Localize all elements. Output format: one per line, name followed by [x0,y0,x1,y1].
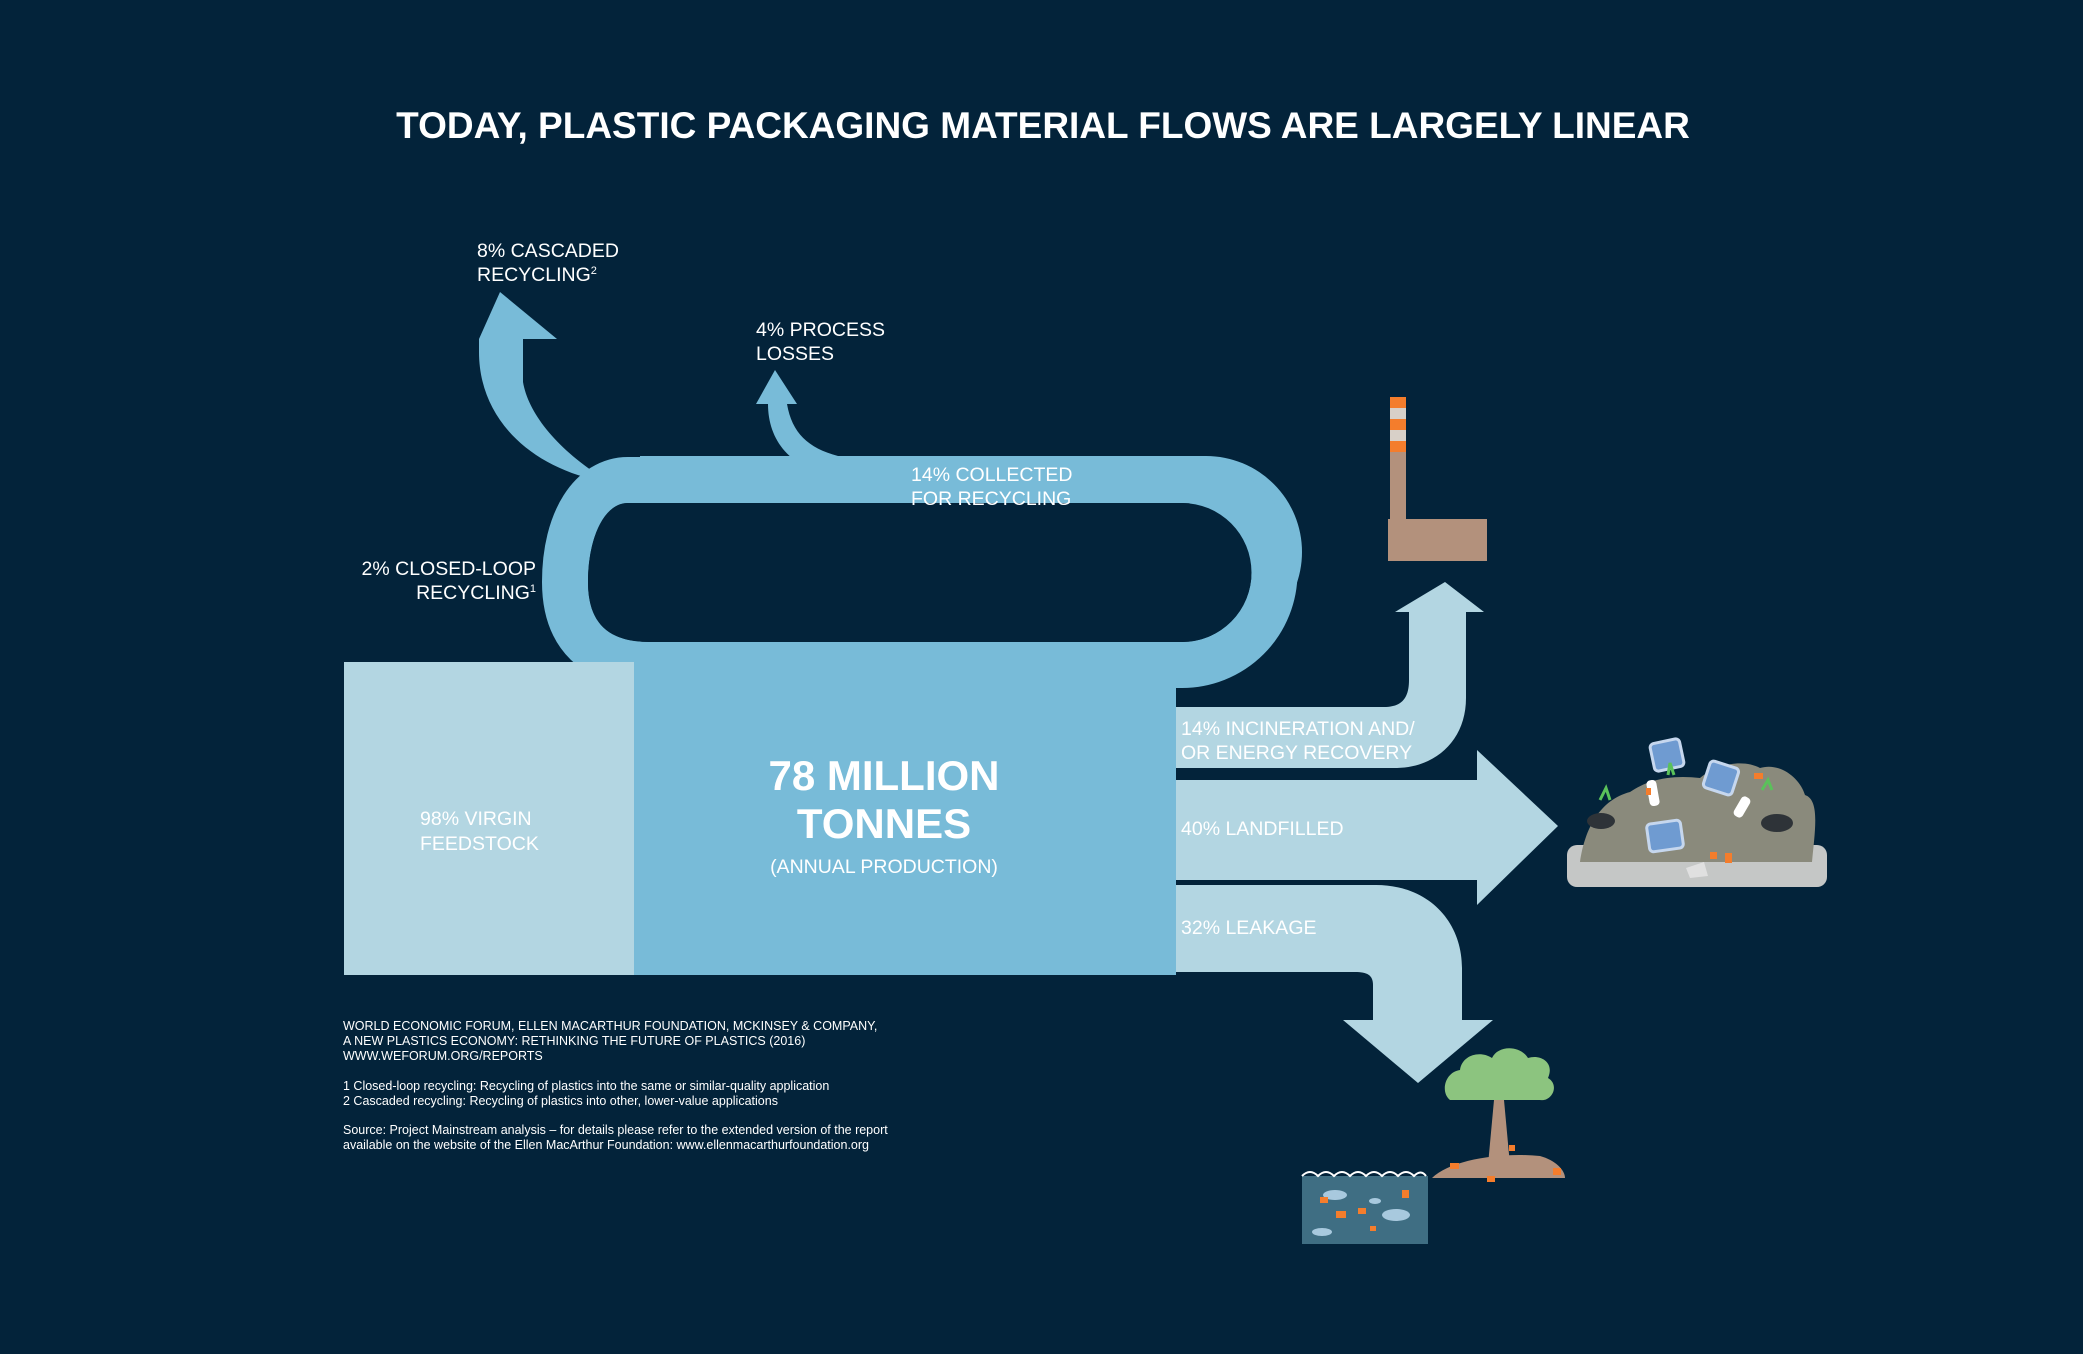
cascaded-recycling-arrow [479,292,600,481]
island-tree-icon [1432,1048,1565,1182]
source-line: WORLD ECONOMIC FORUM, ELLEN MACARTHUR FO… [343,1019,878,1033]
collected-recycling-label-line2: FOR RECYCLING [911,488,1071,510]
virgin-feedstock-label: 98% VIRGIN [420,808,532,830]
process-losses-label-line2: LOSSES [756,343,834,365]
process-losses-label-line1: 4% PROCESS [756,319,885,341]
collected-recycling-label-line1: 14% COLLECTED [911,464,1072,486]
production-caption: (ANNUAL PRODUCTION) [770,856,998,878]
leakage-label: 32% LEAKAGE [1181,917,1317,939]
footnote-mark-2: 2 [591,265,597,277]
tire-icon [1761,814,1793,832]
analysis-line: Source: Project Mainstream analysis – fo… [343,1123,888,1137]
fish-icon [1369,1198,1381,1204]
fish-icon [1323,1190,1347,1200]
source-line: A NEW PLASTICS ECONOMY: RETHINKING THE F… [343,1034,806,1048]
fish-icon [1312,1228,1332,1236]
production-block [634,648,1176,975]
landfilled-label: 40% LANDFILLED [1181,818,1344,840]
page-title: TODAY, PLASTIC PACKAGING MATERIAL FLOWS … [396,105,1690,146]
cup-icon [1648,737,1686,773]
cup-icon [1701,759,1741,797]
production-value-line2: TONNES [797,800,971,847]
production-value-line1: 78 MILLION [768,752,999,799]
closed-loop-label-line2: RECYCLING1 [416,582,536,604]
loop-band [541,457,1298,688]
source-notes: WORLD ECONOMIC FORUM, ELLEN MACARTHUR FO… [343,1019,963,1153]
source-line: WWW.WEFORUM.ORG/REPORTS [343,1049,543,1063]
leakage-arrow [1175,885,1493,1083]
ocean-with-fish-icon [1301,1171,1428,1244]
footnote-1: 1 Closed-loop recycling: Recycling of pl… [343,1079,830,1093]
bottle-icon [1646,779,1660,807]
outflows [1175,582,1558,1083]
tire-icon [1587,813,1615,829]
footnote-mark-1: 1 [530,583,536,595]
bottle-icon [1733,796,1751,818]
cascaded-recycling-label-line1: 8% CASCADED [477,240,619,262]
incineration-label-line2: OR ENERGY RECOVERY [1181,742,1412,764]
footnote-2: 2 Cascaded recycling: Recycling of plast… [343,1094,778,1108]
incineration-arrow [1175,582,1484,768]
loop-inner [588,503,1252,642]
virgin-feedstock-block [344,662,634,975]
analysis-line: available on the website of the Ellen Ma… [343,1138,870,1152]
loop-ring [541,457,1298,688]
virgin-feedstock-label-line2: FEEDSTOCK [420,833,539,855]
fish-icon [1382,1209,1410,1221]
incineration-label-line1: 14% INCINERATION AND/ [1181,718,1415,740]
cascaded-recycling-label-line2: RECYCLING2 [477,264,597,286]
factory-chimney-icon [1388,397,1487,561]
process-losses-arrow [756,370,838,476]
landfill-pile-icon [1567,737,1827,887]
landfilled-arrow [1175,750,1558,905]
cup-icon [1645,818,1685,854]
closed-loop-label-line1: 2% CLOSED-LOOP [362,558,536,580]
